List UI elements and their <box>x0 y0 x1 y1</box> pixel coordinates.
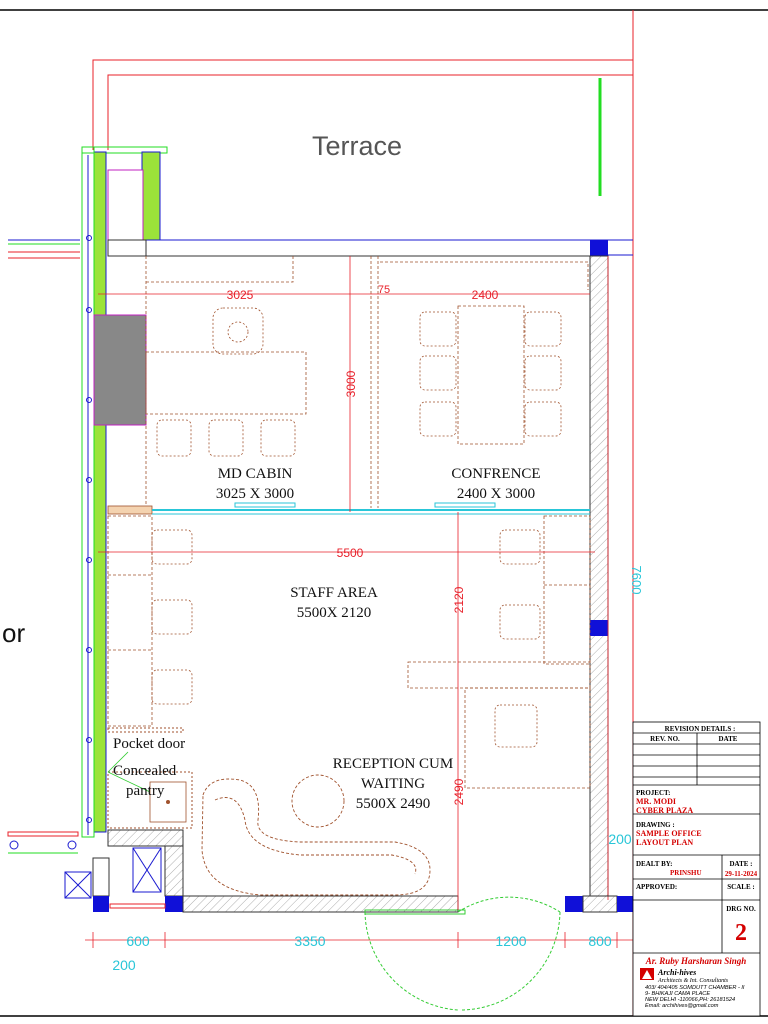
drg-no-label: DRG NO. <box>726 905 756 913</box>
dim-conf-width: 2400 <box>472 288 499 302</box>
pantry <box>107 727 193 829</box>
dim-bottom-600: 600 <box>126 933 150 949</box>
staff-desks <box>107 515 591 789</box>
dim-bottom-1200: 1200 <box>495 933 526 949</box>
cabin-partition <box>145 256 589 508</box>
project-line-2: CYBER PLAZA <box>636 806 693 815</box>
firm-logo-icon <box>640 968 654 980</box>
reception-label-2: WAITING <box>361 776 425 792</box>
dim-staff-width: 5500 <box>337 546 364 560</box>
entrance-door <box>109 896 561 1011</box>
drawing-line-2: LAYOUT PLAN <box>636 838 693 847</box>
dealt-by-value: PRINSHU <box>670 869 702 877</box>
date-label: DATE : <box>729 860 752 868</box>
left-glass-wall <box>81 146 168 838</box>
drawing-label: DRAWING : <box>636 821 675 829</box>
address-line-2: 9- BHIKAJI CAMA PLACE <box>645 991 710 997</box>
revision-details-title: REVISION DETAILS : <box>665 725 736 733</box>
visitor-chairs <box>156 419 296 457</box>
scale-label: SCALE : <box>727 883 754 891</box>
pantry-label: pantry <box>126 783 165 799</box>
conference-label: CONFRENCE <box>451 466 540 482</box>
staff-chairs <box>151 529 541 748</box>
dim-reception-depth: 2490 <box>452 778 466 805</box>
reception-size: 5500X 2490 <box>356 796 431 812</box>
staff-area-label: STAFF AREA <box>290 585 378 601</box>
terrace-label: Terrace <box>312 131 402 161</box>
drg-no-value: 2 <box>735 920 747 946</box>
conference-size: 2400 X 3000 <box>457 486 535 502</box>
date-value: 29-11-2024 <box>725 870 758 878</box>
rev-no-header: REV. NO. <box>650 735 680 743</box>
reception-counter <box>201 774 431 896</box>
left-boundary-lines <box>8 239 80 259</box>
md-cabin-size: 3025 X 3000 <box>216 486 294 502</box>
drawing-line-1: SAMPLE OFFICE <box>636 829 702 838</box>
project-line-1: MR. MODI <box>636 797 676 806</box>
firm-tagline: Architects & Int. Consultants <box>657 978 729 984</box>
date-header: DATE <box>719 735 738 743</box>
dim-bottom-800: 800 <box>588 933 612 949</box>
firm-name: Archi-hives <box>657 968 696 977</box>
left-fragment-label: or <box>2 618 25 648</box>
dim-md-width: 3025 <box>227 288 254 302</box>
dim-bottom-3350: 3350 <box>294 933 325 949</box>
dim-right-200: 200 <box>608 831 632 847</box>
dimension-lines <box>85 256 633 948</box>
architect-name: Ar. Ruby Harsharan Singh <box>645 956 747 966</box>
title-block <box>632 721 761 1017</box>
top-wall <box>107 239 633 257</box>
reception-label-1: RECEPTION CUM <box>333 756 453 772</box>
approved-label: APPROVED: <box>636 883 677 891</box>
dim-gap-75: 75 <box>378 284 390 296</box>
conference-table <box>457 305 525 445</box>
md-cabin-label: MD CABIN <box>218 466 293 482</box>
right-wall <box>589 255 609 900</box>
glass-partition <box>107 502 590 515</box>
address-line-3: NEW DELHI -110066,PH: 26181524 <box>645 997 735 1003</box>
bottom-walls <box>7 829 633 913</box>
project-label: PROJECT: <box>636 789 670 797</box>
md-desk <box>145 351 307 415</box>
email-line: Email: archihives@gmail.com <box>645 1003 719 1009</box>
concealed-label: Concealed <box>113 763 177 779</box>
dim-right-partial: 7600 <box>629 566 644 595</box>
dim-bottom-200: 200 <box>112 957 136 973</box>
md-chair <box>212 307 264 355</box>
pocket-door-label: Pocket door <box>113 736 185 752</box>
dealt-by-label: DEALT BY: <box>636 860 673 868</box>
address-line-1: 403/ 404/405 SOMDUTT CHAMBER - II <box>645 985 745 991</box>
dim-staff-depth: 2120 <box>452 586 466 613</box>
staff-area-size: 5500X 2120 <box>297 605 372 621</box>
conference-chairs <box>419 311 562 437</box>
dim-cabin-depth: 3000 <box>344 370 358 397</box>
